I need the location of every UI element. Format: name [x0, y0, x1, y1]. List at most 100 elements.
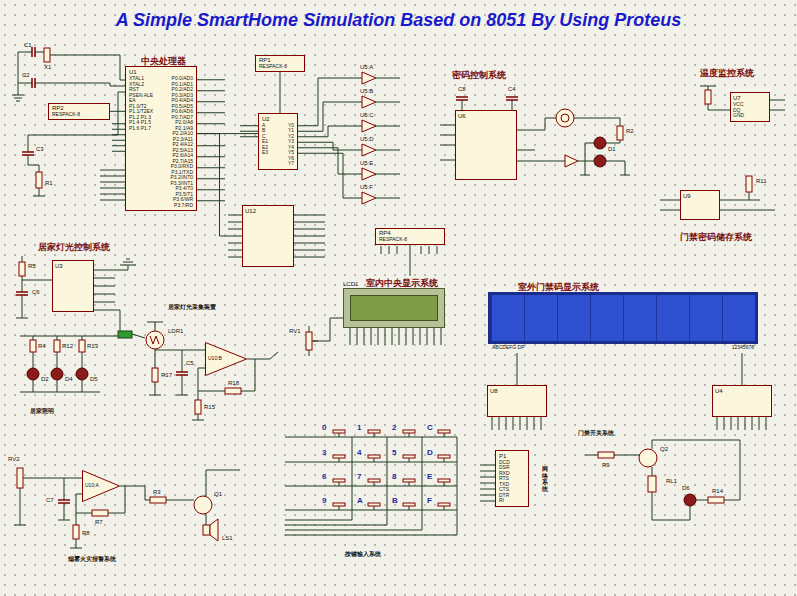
ic-chip: U4	[712, 385, 772, 417]
part-ref: R3	[153, 489, 161, 495]
section-heading: 门禁密码储存系统	[680, 232, 752, 242]
section-heading: 居家照明	[30, 408, 54, 414]
component-symbol	[73, 525, 79, 539]
component-symbol	[150, 336, 159, 344]
component-symbol	[705, 90, 711, 104]
key-label: E	[427, 473, 432, 481]
part-ref: D6	[682, 485, 690, 491]
wire	[100, 170, 125, 200]
part-body: RP1RESPACK-8	[255, 55, 305, 72]
component-symbol	[598, 452, 614, 458]
part-ref: C5	[186, 360, 194, 366]
key-button	[403, 455, 415, 458]
wire	[492, 417, 541, 430]
wire	[717, 417, 766, 430]
part-body: RP4RESPACK-8	[375, 228, 445, 245]
pin-names: ABCDEFG DP	[492, 345, 525, 351]
component-symbol	[648, 476, 656, 492]
key-label: 6	[322, 473, 326, 481]
part-ref: RL1	[666, 478, 677, 484]
capacitor-plate	[16, 47, 518, 503]
section-heading: 中央处理器	[141, 56, 197, 66]
key-button	[403, 479, 415, 482]
key-label: 7	[357, 473, 361, 481]
ic-chip: 室外门禁码显示系统 ABCDEFG DP 12345678	[488, 282, 758, 353]
led-symbol	[684, 494, 696, 506]
ic-chip: U9门禁密码储存系统	[680, 190, 752, 242]
component-symbol	[79, 340, 85, 352]
part-ref: R8	[82, 530, 90, 536]
led-symbol	[594, 155, 606, 167]
lcd-screen	[350, 295, 438, 321]
part-ref: C2	[22, 72, 30, 78]
key-label: 4	[357, 449, 361, 457]
component-symbol	[54, 340, 60, 352]
light-source	[118, 331, 132, 338]
part-ref: R13	[87, 343, 98, 349]
part-ref: Q2	[660, 446, 668, 452]
component-symbol	[210, 519, 218, 541]
component-symbol	[44, 48, 50, 62]
part-ref: LDR1	[168, 328, 183, 334]
pin-names: DCD DSR RXD RTS TXD CTS DTR RI	[499, 460, 510, 504]
key-button	[438, 479, 450, 482]
part-body: U2A B C E1 E2 E3Y0 Y1 Y2 Y3 Y4 Y5 Y6 Y7	[258, 113, 298, 170]
wire	[294, 215, 325, 257]
part-ref: R7	[95, 519, 103, 525]
key-button	[438, 430, 450, 433]
part-ref: U7	[733, 95, 767, 102]
section-heading: 网络系统	[542, 466, 548, 492]
part-ref: D5	[90, 376, 98, 382]
part-ref: P1	[499, 453, 525, 460]
wire	[339, 433, 444, 510]
part-ref: U4	[715, 388, 769, 395]
part-ref: U5:F	[360, 184, 373, 190]
key-button	[403, 503, 415, 506]
component-symbol	[36, 172, 42, 188]
ic-chip: RP4RESPACK-8	[375, 228, 445, 245]
part-body: U1XTAL1 XTAL2 RST PSEN ALE EA P1.0/T2 P1…	[125, 66, 197, 211]
capacitor-plate	[16, 47, 518, 503]
wire	[381, 246, 437, 254]
pin-names: XTAL1 XTAL2 RST PSEN ALE EA P1.0/T2 P1.1…	[129, 76, 153, 208]
wire	[20, 336, 120, 392]
part-ref: R12	[62, 343, 73, 349]
part-value: RESPACK-8	[259, 64, 301, 70]
component-symbol	[556, 109, 574, 127]
part-ref: R2	[626, 128, 634, 134]
section-heading: 室外门禁码显示系统	[518, 282, 758, 292]
part-ref: D4	[65, 376, 73, 382]
component-symbol	[92, 510, 108, 516]
section-heading: 门禁开关系统	[578, 430, 614, 436]
component-symbol	[639, 449, 657, 467]
led-symbol	[594, 137, 606, 149]
wire	[350, 327, 441, 345]
key-button	[333, 430, 345, 433]
pin-names: 12345678	[732, 345, 754, 351]
ic-chip: 温度监控系统U7VCC DQ GND	[700, 68, 770, 122]
bus-wire	[742, 353, 743, 385]
wire	[240, 126, 258, 137]
part-body: U8	[487, 385, 547, 417]
key-button	[333, 455, 345, 458]
component-symbol	[565, 155, 578, 167]
key-button	[368, 479, 380, 482]
part-ref: R4	[38, 343, 46, 349]
part-ref: D2	[41, 376, 49, 382]
component-symbol	[362, 120, 376, 132]
part-ref: U1	[129, 69, 193, 76]
part-ref: U3	[55, 263, 91, 270]
pin-names: A B C E1 E2 E3	[262, 123, 268, 167]
part-ref: RP1	[259, 57, 301, 64]
key-label: 8	[392, 473, 396, 481]
key-label: 2	[392, 424, 396, 432]
pin-names: Y0 Y1 Y2 Y3 Y4 Y5 Y6 Y7	[288, 123, 294, 167]
section-heading: 室内中央显示系统	[366, 278, 438, 288]
key-button	[333, 479, 345, 482]
section-heading: 温度监控系统	[700, 68, 770, 78]
opamp-outline	[206, 343, 247, 376]
key-label: D	[427, 449, 433, 457]
opamp-symbol: U10:B	[205, 342, 247, 376]
part-ref: R11	[756, 178, 767, 184]
wire	[298, 78, 362, 198]
